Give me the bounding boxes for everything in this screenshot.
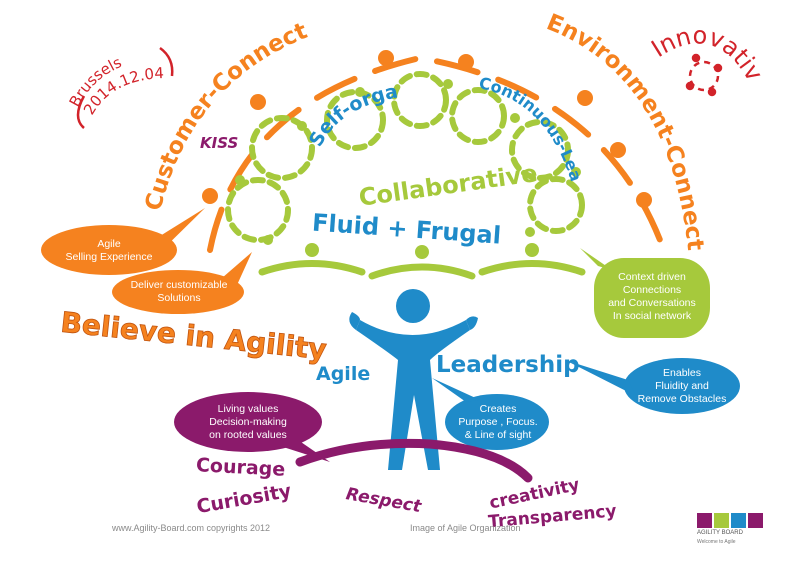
curiosity-value: Curiosity xyxy=(195,480,294,518)
bubble-line: & Line of sight xyxy=(464,429,532,441)
context-bubble-tail xyxy=(580,248,612,270)
orange-people-arc xyxy=(202,50,663,253)
living-values-bubble: Living values Decision-making on rooted … xyxy=(186,403,310,442)
bubble-line: and Conversations xyxy=(608,297,696,309)
bubble-line: Living values xyxy=(217,403,279,415)
enables-bubble: Enables Fluidity and Remove Obstacles xyxy=(626,367,738,406)
speech-bubble-icon xyxy=(41,208,252,314)
enables-bubble-shape xyxy=(624,358,740,414)
kiss-label: KISS xyxy=(200,134,238,152)
bubble-line: Creates xyxy=(479,403,517,415)
bubble-line: Context driven xyxy=(618,271,686,283)
bubble-line: Solutions xyxy=(157,292,201,304)
context-bubble-shape xyxy=(594,258,710,338)
stamp-bracket-left xyxy=(76,95,86,129)
bubble-line: Decision-making xyxy=(209,416,287,428)
bubble-line: In social network xyxy=(612,310,692,322)
enables-bubble-tail xyxy=(565,360,636,396)
logo-square xyxy=(714,513,729,528)
bubble-line: Purpose , Focus. xyxy=(458,416,538,428)
innovative-figure-icon xyxy=(685,53,723,97)
logo-tagline: Welcome to Agile xyxy=(697,539,736,545)
people-heads xyxy=(235,79,581,245)
bubble-line: Enables xyxy=(663,367,701,379)
living-bubble-shape xyxy=(174,392,322,452)
bubble-line: Fluidity and xyxy=(655,380,709,392)
collaborative-label: Collaborative xyxy=(357,159,539,212)
agility-board-logo: AGILITY BOARD Welcome to Agile xyxy=(697,513,767,551)
bubble-line: Agile xyxy=(97,238,121,250)
creates-bubble-tail xyxy=(432,378,480,402)
bubble-line: Deliver customizable xyxy=(130,279,228,291)
bubble-line: on rooted values xyxy=(209,429,287,441)
green-base-arcs xyxy=(258,243,586,280)
context-bubble: Context driven Connections and Conversat… xyxy=(596,271,708,323)
logo-square xyxy=(748,513,763,528)
people-chain-icon xyxy=(225,71,585,243)
agile-person-icon xyxy=(349,289,478,470)
logo-name: AGILITY BOARD xyxy=(697,530,743,536)
creates-bubble-shape xyxy=(445,394,549,450)
logo-square xyxy=(731,513,746,528)
agile-label: Agile xyxy=(316,363,370,385)
bubble-line: Connections xyxy=(622,284,682,296)
bubble-line: Selling Experience xyxy=(65,251,153,263)
agile-selling-bubble: Agile Selling Experience xyxy=(44,238,174,264)
values-base-arc xyxy=(295,438,533,483)
deliver-bubble: Deliver customizable Solutions xyxy=(114,279,244,305)
stamp-bracket-right xyxy=(159,46,174,77)
respect-value: Respect xyxy=(344,484,423,517)
caption-text: Image of Agile Organization xyxy=(410,523,521,533)
copyright-text: www.Agility-Board.com copyrights 2012 xyxy=(112,523,271,533)
courage-value: Courage xyxy=(195,454,285,481)
bubble-line: Remove Obstacles xyxy=(637,393,727,405)
creates-bubble: Creates Purpose , Focus. & Line of sight xyxy=(448,403,548,442)
believe-in-agility-label: Believe in Agility xyxy=(59,306,328,367)
logo-square xyxy=(697,513,712,528)
leadership-label: Leadership xyxy=(436,352,580,378)
fluid-frugal-label: Fluid + Frugal xyxy=(311,208,502,249)
